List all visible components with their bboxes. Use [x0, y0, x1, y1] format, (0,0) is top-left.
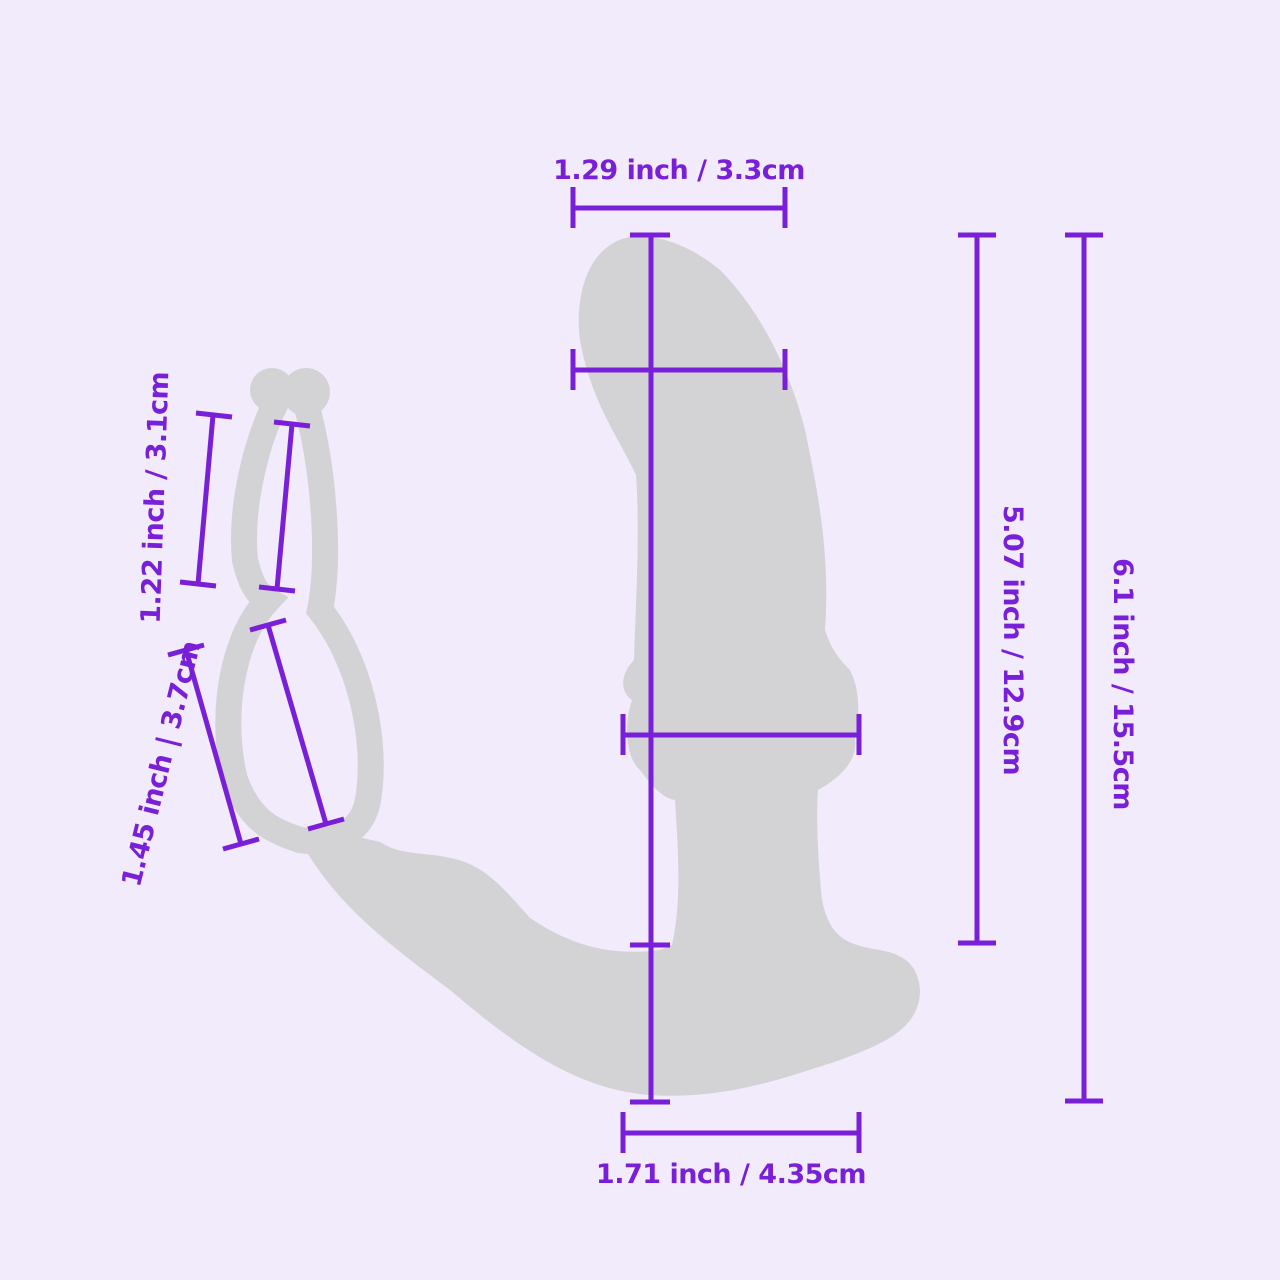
upper-ring-tick-outer-top: [195, 410, 233, 420]
lower-ring-label: 1.45 inch | 3.7cm: [116, 638, 207, 890]
ring-knob: [250, 368, 294, 412]
upper-ring-tick-inner-top: [273, 419, 311, 429]
lower-ring-tick-inner-bottom: [307, 816, 345, 832]
lower-ring-line-outer: [183, 649, 244, 845]
shaft-length-label: 5.07 inch / 12.9cm: [997, 505, 1028, 775]
total-length-label: 6.1 inch / 15.5cm: [1107, 558, 1138, 810]
upper-ring-tick-inner-bottom: [258, 584, 296, 594]
upper-ring-tick-outer-bottom: [179, 579, 217, 589]
product-silhouette: [215, 236, 920, 1096]
product-body: [300, 236, 920, 1096]
tip-width-label: 1.29 inch / 3.3cm: [553, 155, 805, 186]
upper-ring-line-outer: [195, 414, 216, 585]
upper-ring-line-inner: [274, 423, 295, 590]
ring-knob: [282, 368, 330, 416]
base-width-label: 1.71 inch / 4.35cm: [596, 1159, 866, 1190]
lower-ring-tick-inner-top: [249, 617, 287, 633]
lower-ring-line-inner: [265, 624, 329, 825]
lower-ring-tick-outer-bottom: [222, 836, 260, 852]
upper-ring-label: 1.22 inch / 3.1cm: [136, 371, 176, 624]
lower-ring-tick-outer-top: [167, 642, 205, 658]
ring-outline: [215, 378, 384, 855]
dimension-lines: [167, 187, 1103, 1153]
